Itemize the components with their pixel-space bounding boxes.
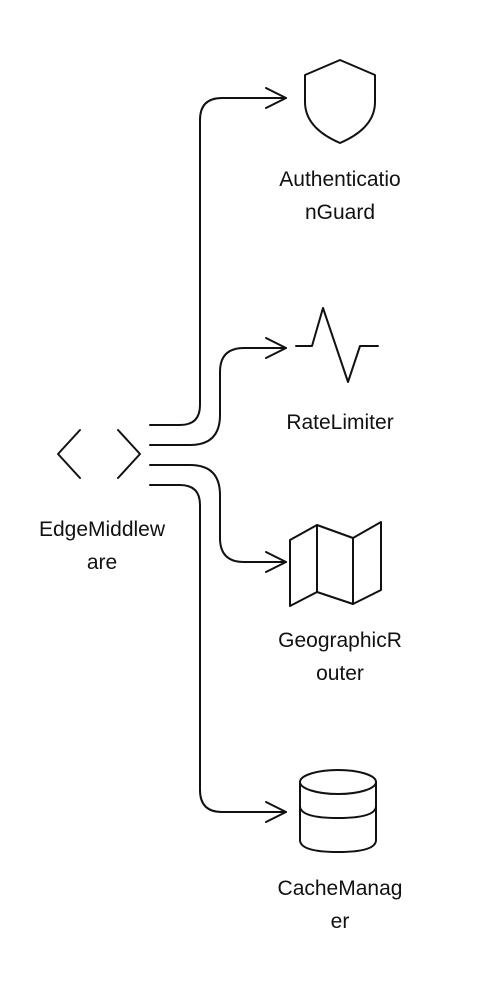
- label-line: GeographicR: [278, 629, 402, 652]
- label-line: are: [86, 551, 118, 574]
- node-label-edgemiddleware: EdgeMiddlew are: [0, 513, 204, 579]
- node-label-authenticationguard: Authenticatio nGuard: [240, 163, 440, 229]
- edge-auth: [149, 87, 287, 426]
- pulse-icon: [295, 307, 379, 383]
- edge-geo: [149, 464, 287, 573]
- label-line: nGuard: [304, 201, 376, 224]
- label-line: RateLimiter: [286, 411, 394, 434]
- label-line: CacheManag: [277, 877, 403, 900]
- label-line: Authenticatio: [279, 168, 401, 191]
- label-line: outer: [316, 662, 364, 685]
- node-label-cachemanager: CacheManag er: [240, 872, 440, 938]
- database-icon: [299, 769, 377, 853]
- node-label-geographicrouter: GeographicR outer: [240, 624, 440, 690]
- map-icon: [289, 521, 382, 607]
- edge-cache: [149, 484, 287, 823]
- code-brackets-icon: [57, 429, 141, 479]
- edge-rate: [149, 337, 287, 446]
- label-line: EdgeMiddlew: [38, 518, 166, 541]
- node-label-ratelimiter: RateLimiter: [240, 406, 440, 439]
- shield-icon: [304, 59, 376, 144]
- label-line: er: [330, 910, 350, 933]
